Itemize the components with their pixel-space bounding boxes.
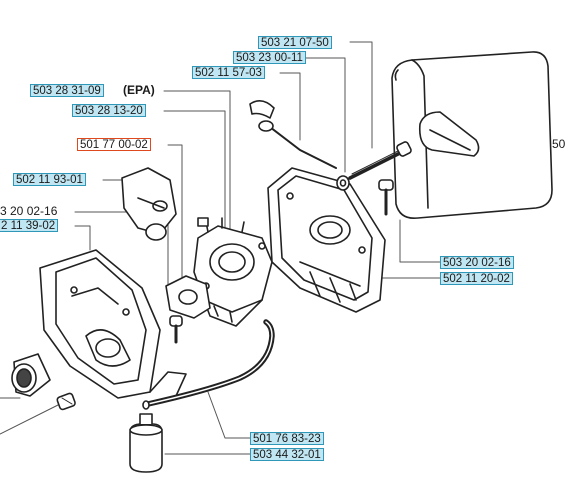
part-label-2-11-39-02[interactable]: 2 11 39-02: [0, 219, 59, 232]
part-label-503-23-00-11[interactable]: 503 23 00-11: [233, 51, 306, 64]
part-label-501-77-00-02-highlighted[interactable]: 501 77 00-02: [77, 138, 151, 151]
part-label-503-44-32-01[interactable]: 503 44 32-01: [250, 448, 324, 461]
part-label-503-21-07-50[interactable]: 503 21 07-50: [258, 36, 332, 49]
part-label-502-11-57-03[interactable]: 502 11 57-03: [192, 66, 265, 79]
carburetor-drawing: [193, 217, 273, 327]
intake-boot-drawing: [11, 353, 51, 397]
part-label-502-11-20-02[interactable]: 502 11 20-02: [440, 272, 513, 285]
gasket-screw-drawing: [169, 315, 183, 344]
short-screw-drawing: [378, 179, 394, 216]
part-label-501-76-83-23[interactable]: 501 76 83-23: [250, 432, 324, 445]
mounting-plate-drawing: [267, 167, 386, 313]
part-label-503-28-13-20[interactable]: 503 28 13-20: [72, 104, 146, 117]
gasket-drawing: [165, 275, 211, 319]
part-label-50-cropped[interactable]: 50: [552, 137, 566, 151]
fuel-hose-drawing: [142, 319, 275, 410]
air-filter-drawing: [391, 51, 553, 220]
part-label-503-28-31-09[interactable]: 503 28 31-09: [30, 84, 104, 97]
epa-tag: (EPA): [123, 83, 155, 97]
nut-drawing: [56, 392, 76, 411]
part-label-3-20-02-16[interactable]: 3 20 02-16: [0, 204, 58, 218]
bracket-drawing: [121, 167, 177, 241]
part-label-502-11-93-01[interactable]: 502 11 93-01: [13, 173, 86, 186]
fuel-filter-drawing: [129, 413, 163, 473]
choke-rod-drawing: [249, 100, 337, 169]
long-screw-drawing: [336, 141, 412, 191]
intake-housing-drawing: [39, 249, 187, 399]
part-label-503-20-02-16[interactable]: 503 20 02-16: [440, 256, 514, 269]
leader-lines: [0, 41, 541, 455]
